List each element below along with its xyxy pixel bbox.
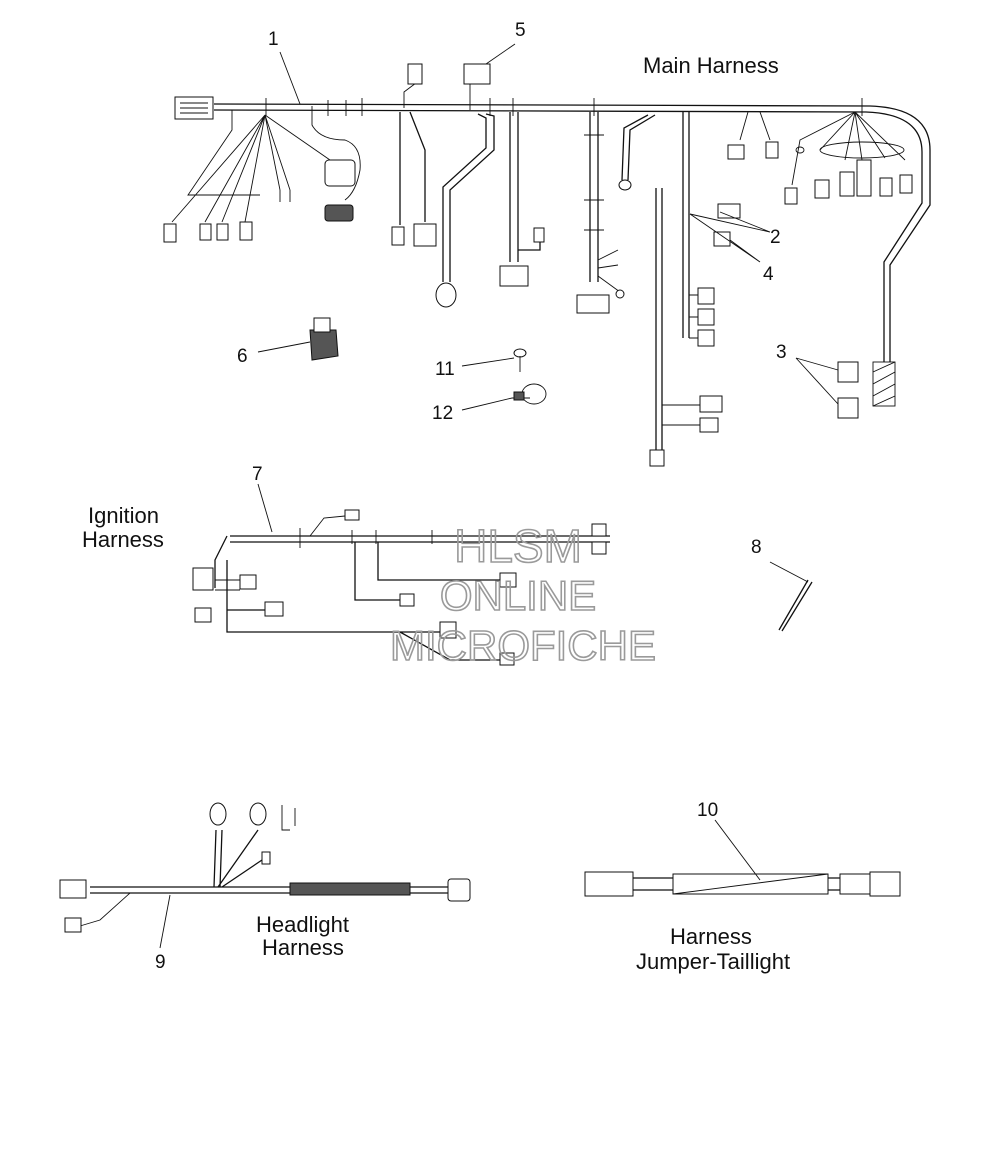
headlight-harness: [59, 802, 471, 933]
watermark-line2: ONLINE: [440, 572, 596, 619]
title-headlight-line1: Headlight: [256, 912, 349, 937]
watermark: HLSM ONLINE MICROFICHE: [389, 519, 657, 670]
title-jumper-line1: Harness: [670, 924, 752, 949]
watermark-line3: MICROFICHE: [390, 622, 656, 669]
jumper-leader: [714, 819, 761, 881]
main-callout-leaders: [257, 43, 839, 411]
ignition-leader: [257, 483, 273, 533]
title-ignition-line1: Ignition: [88, 503, 159, 528]
callout-1: 1: [268, 29, 279, 50]
callout-6: 6: [237, 346, 248, 367]
title-main-harness: Main Harness: [643, 53, 779, 78]
headlight-leader: [159, 894, 171, 949]
ignition-harness: [192, 509, 610, 666]
callout-9: 9: [155, 952, 166, 973]
callout-7: 7: [252, 464, 263, 485]
callout-12: 12: [432, 403, 453, 424]
title-jumper-line2: Jumper-Taillight: [636, 949, 790, 974]
callout-3: 3: [776, 342, 787, 363]
jumper-taillight-harness: [584, 871, 901, 897]
title-ignition-line2: Harness: [82, 527, 164, 552]
callout-10: 10: [697, 800, 718, 821]
callout-5: 5: [515, 20, 526, 41]
callout-11: 11: [435, 359, 455, 380]
main-harness: [163, 63, 931, 467]
title-headlight-line2: Harness: [262, 935, 344, 960]
callout-8: 8: [751, 537, 762, 558]
callout-2: 2: [770, 227, 781, 248]
callout-4: 4: [763, 264, 774, 285]
part-8-tie: [769, 561, 813, 632]
watermark-line1: HLSM: [454, 520, 582, 572]
